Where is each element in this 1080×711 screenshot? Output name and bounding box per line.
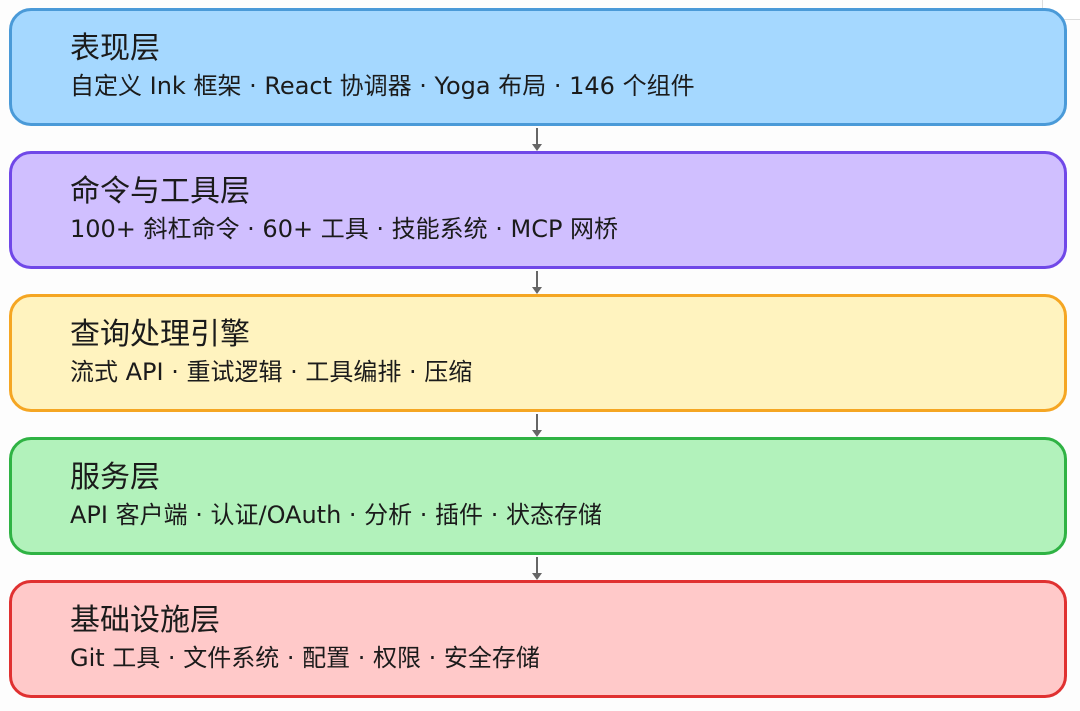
layer-title: 查询处理引擎 — [70, 317, 250, 352]
layer-subtitle: API 客户端 · 认证/OAuth · 分析 · 插件 · 状态存储 — [70, 501, 602, 529]
layer-query-engine: 查询处理引擎 流式 API · 重试逻辑 · 工具编排 · 压缩 — [9, 294, 1067, 412]
arrow-connector — [532, 271, 542, 294]
layer-infrastructure: 基础设施层 Git 工具 · 文件系统 · 配置 · 权限 · 安全存储 — [9, 580, 1067, 698]
arrow-connector — [532, 557, 542, 580]
layer-title: 服务层 — [70, 460, 160, 495]
layer-services: 服务层 API 客户端 · 认证/OAuth · 分析 · 插件 · 状态存储 — [9, 437, 1067, 555]
layer-subtitle: 流式 API · 重试逻辑 · 工具编排 · 压缩 — [70, 358, 473, 386]
arrow-connector — [532, 414, 542, 437]
layer-presentation: 表现层 自定义 Ink 框架 · React 协调器 · Yoga 布局 · 1… — [9, 8, 1067, 126]
layer-subtitle: Git 工具 · 文件系统 · 配置 · 权限 · 安全存储 — [70, 644, 540, 672]
layer-title: 基础设施层 — [70, 603, 220, 638]
arrow-connector — [532, 128, 542, 151]
layer-title: 表现层 — [70, 31, 160, 66]
layer-subtitle: 100+ 斜杠命令 · 60+ 工具 · 技能系统 · MCP 网桥 — [70, 215, 619, 243]
layer-title: 命令与工具层 — [70, 174, 250, 209]
layer-commands-tools: 命令与工具层 100+ 斜杠命令 · 60+ 工具 · 技能系统 · MCP 网… — [9, 151, 1067, 269]
layer-subtitle: 自定义 Ink 框架 · React 协调器 · Yoga 布局 · 146 个… — [70, 72, 695, 100]
